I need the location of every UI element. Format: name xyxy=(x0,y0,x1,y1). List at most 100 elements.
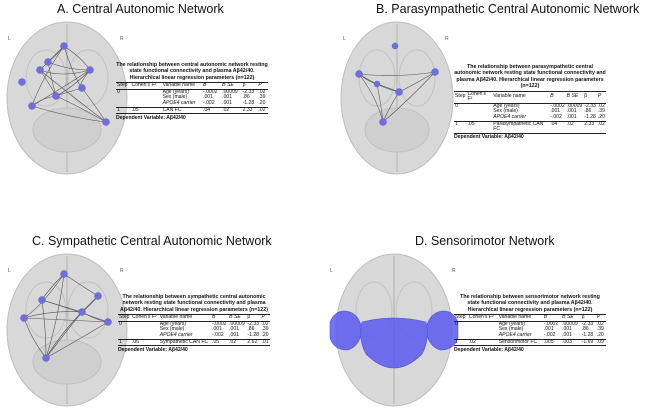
left-hemisphere-label: L xyxy=(343,36,346,42)
col-beta: β xyxy=(241,82,258,90)
table-row: Sex (male).001.001.86.39 xyxy=(118,327,270,333)
cell: -.002 xyxy=(212,332,224,338)
dependent-variable: Dependent Variable: Aβ42/40 xyxy=(454,134,524,141)
cell: .86 xyxy=(247,326,255,333)
cell: 1 xyxy=(454,120,467,134)
cell: .00009 xyxy=(566,102,583,109)
cell: 2.33 xyxy=(241,106,258,115)
cell: .001 xyxy=(222,100,233,106)
cell: 2.62 xyxy=(246,338,261,347)
cell: .04 xyxy=(549,120,566,134)
cell: .06 xyxy=(130,338,159,347)
cell: APOE4 carrier xyxy=(493,114,527,120)
cell: -.0002 xyxy=(543,320,559,327)
col-b: B xyxy=(542,314,562,322)
cell: 0 xyxy=(119,320,122,327)
panel-b-table: The relationship between parasympathetic… xyxy=(454,64,606,140)
cell: .20 xyxy=(596,332,604,338)
cell: Sympathetic CAN FC xyxy=(158,338,212,347)
table-row: Sex (male).001.001.86.39 xyxy=(116,95,268,101)
table-row: APOE4 carrier-.002.001-1.28.20 xyxy=(454,114,606,121)
cell: .02 xyxy=(565,120,584,134)
col-variable: Variable name xyxy=(497,314,543,322)
cell: .00009 xyxy=(222,88,238,95)
cell: .05 xyxy=(211,338,229,347)
col-p: P xyxy=(595,314,606,322)
cell: -2.33 xyxy=(247,320,259,327)
cell: .02 xyxy=(596,120,606,134)
col-cohens-f2: Cohen's F² xyxy=(466,90,493,104)
cell: .39 xyxy=(597,108,605,115)
cell: .001 xyxy=(566,114,577,120)
cell: .001 xyxy=(212,326,222,333)
col-step: Step xyxy=(118,314,131,322)
col-variable: Variable name xyxy=(158,314,212,322)
table-row: APOE4 carrier -.002 .001 -1.28.20 xyxy=(118,332,270,339)
cell: .05 xyxy=(130,106,162,115)
cell: .01 xyxy=(260,338,270,347)
col-b-se: B SE xyxy=(221,82,242,90)
left-hemisphere-label: L xyxy=(330,268,333,274)
network-nodes xyxy=(20,270,112,362)
cell: APOE4 carrier xyxy=(159,332,193,338)
cell: .86 xyxy=(242,94,250,101)
table-row: APOE4 carrier-.002.001-1.28.20 xyxy=(116,100,268,107)
cell: .02 xyxy=(257,106,268,115)
cell: .20 xyxy=(258,100,266,106)
sensorimotor-network-overlay xyxy=(329,310,459,369)
brain-outline xyxy=(6,253,128,407)
network-nodes xyxy=(355,42,439,126)
cell: -1.28 xyxy=(242,100,255,106)
col-cohens-f2: Cohen's F² xyxy=(467,314,498,322)
panel-a-table: The relationship between central autonom… xyxy=(116,62,268,121)
panel-d-title: D. Sensorimotor Network xyxy=(415,234,555,248)
cell: -1.28 xyxy=(247,332,259,338)
cell: Age (years) xyxy=(159,320,187,327)
cell: 1 xyxy=(454,338,468,347)
col-p: P xyxy=(260,314,270,322)
cell: Parasympathetic CAN FC xyxy=(492,120,550,134)
cell: -1.28 xyxy=(581,332,594,338)
col-step: Step xyxy=(116,82,131,90)
brain-outline xyxy=(340,21,454,175)
cell: .02 xyxy=(467,338,498,347)
cell: .001 xyxy=(229,332,240,338)
dependent-variable: Dependent Variable: Aβ42/40 xyxy=(116,114,186,121)
panel-a-title: A. Central Autonomic Network xyxy=(57,2,224,16)
panel-d-table: The relationship between sensorimotor ne… xyxy=(454,294,606,353)
cell: 1 xyxy=(116,106,131,115)
cell: -2.33 xyxy=(581,320,594,327)
table-caption: The relationship between sympathetic cen… xyxy=(120,294,268,313)
cell: .02 xyxy=(596,320,604,327)
panel-c-title: C. Sympathetic Central Autonomic Network xyxy=(32,234,272,248)
panel-c-brain-image: L R xyxy=(6,253,128,407)
panel-b-brain-image: L R xyxy=(340,21,454,175)
cell: -.0002 xyxy=(203,88,218,95)
cell: .001 xyxy=(562,326,572,333)
left-hemisphere-label: L xyxy=(8,36,11,42)
col-beta: β xyxy=(246,314,261,322)
cell: -.002 xyxy=(203,100,215,106)
cell: 0 xyxy=(455,102,458,109)
panel-c-table: The relationship between sympathetic cen… xyxy=(118,294,270,353)
cell: .02 xyxy=(228,338,247,347)
cell: Sex (male) xyxy=(162,94,188,101)
cell: .20 xyxy=(261,332,269,338)
cell: .02 xyxy=(261,320,269,327)
cell: -2.33 xyxy=(242,88,255,95)
cell: .09 xyxy=(595,338,606,347)
col-beta: β xyxy=(583,90,597,104)
cell: .39 xyxy=(596,326,604,333)
dependent-variable: Dependent Variable: Aβ42/40 xyxy=(454,346,524,353)
panel-a-brain-image: L R xyxy=(6,21,128,175)
cell: 0 xyxy=(455,320,458,327)
cell: 1 xyxy=(118,338,131,347)
cell: Sensorimotor FC xyxy=(497,338,543,347)
col-step: Step xyxy=(454,90,467,104)
cell: .003 xyxy=(561,338,581,347)
col-b: B xyxy=(202,82,222,90)
